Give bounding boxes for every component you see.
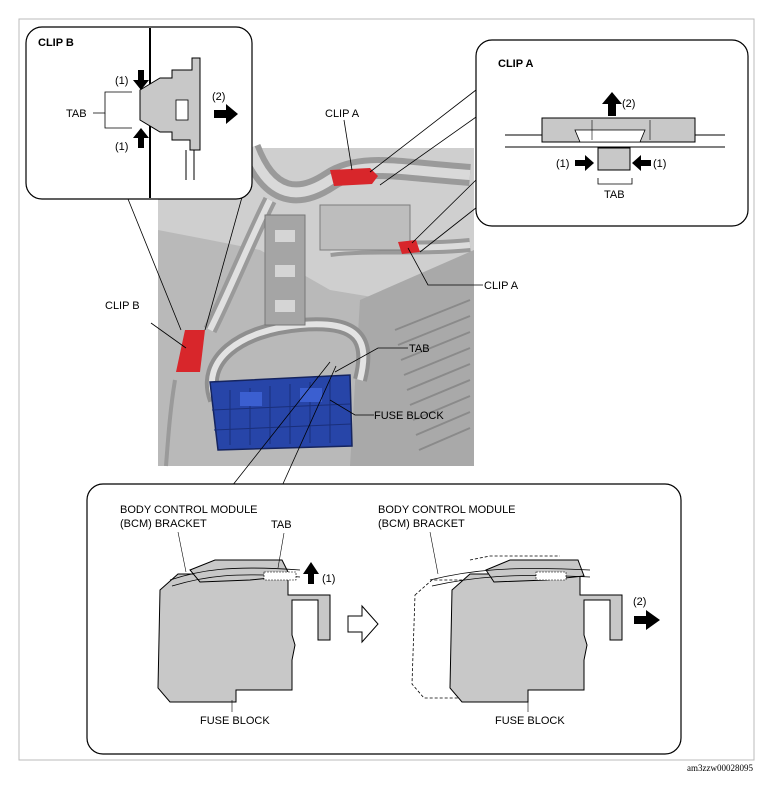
fuse-block-label-left: FUSE BLOCK — [200, 715, 270, 727]
clip-a-step1-right: (1) — [653, 158, 666, 170]
bcm-label-right-line2: (BCM) BRACKET — [378, 518, 465, 530]
sequence-arrow — [347, 604, 379, 644]
clip-b-step1-bottom: (1) — [115, 141, 128, 153]
bottom-step1: (1) — [322, 573, 335, 585]
bottom-step2: (2) — [633, 596, 646, 608]
bcm-label-left-line1: BODY CONTROL MODULE — [120, 504, 258, 516]
figure-code: am3zzw00028095 — [687, 763, 753, 773]
engine-bay-photo — [158, 143, 474, 467]
photo-label-fuse-block: FUSE BLOCK — [374, 410, 444, 422]
photo-label-clip-b: CLIP B — [105, 300, 140, 312]
bcm-label-right-line1: BODY CONTROL MODULE — [378, 504, 516, 516]
figure-frame — [18, 18, 755, 761]
fuse-block-label-right: FUSE BLOCK — [495, 715, 565, 727]
clip-b-tab-label: TAB — [66, 108, 87, 120]
clip-a-tab-label: TAB — [604, 189, 625, 201]
clip-a-step1-left: (1) — [556, 158, 569, 170]
bcm-label-left-line2: (BCM) BRACKET — [120, 518, 207, 530]
clip-b-callout — [25, 26, 253, 200]
clip-a-step2: (2) — [622, 98, 635, 110]
removal-detail-callout — [86, 483, 682, 755]
photo-leaders — [150, 119, 483, 416]
fuse-block-installed — [157, 531, 331, 712]
clip-a-title: CLIP A — [498, 58, 534, 70]
clip-b-title: CLIP B — [38, 37, 74, 49]
clip-b-step2: (2) — [212, 91, 225, 103]
clip-b-step1-top: (1) — [115, 75, 128, 87]
clip-a-callout — [475, 39, 749, 227]
photo-label-clip-a-top: CLIP A — [325, 108, 360, 120]
fuse-block-removed — [411, 531, 660, 712]
photo-label-clip-a-right: CLIP A — [484, 280, 519, 292]
photo-label-tab: TAB — [409, 343, 430, 355]
fuse-block-photo — [209, 374, 353, 451]
bottom-tab-label: TAB — [271, 519, 292, 531]
